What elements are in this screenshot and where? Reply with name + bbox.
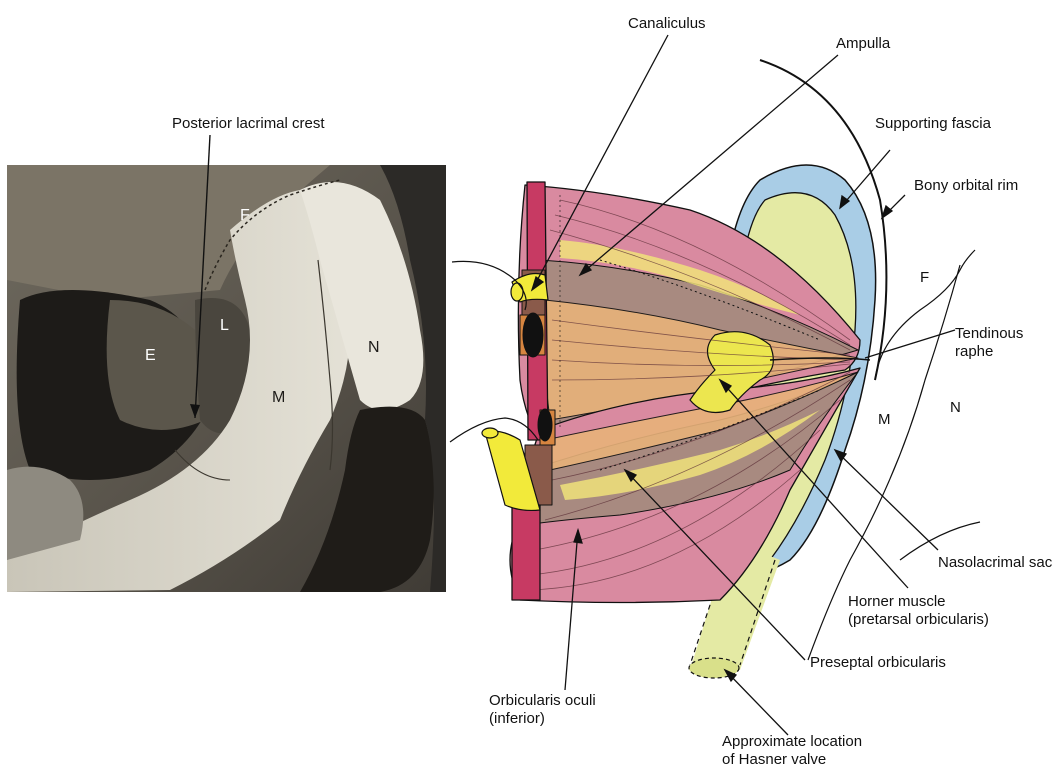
photo-label-n: N [368, 339, 380, 356]
label-horner-2: (pretarsal orbicularis) [848, 611, 989, 628]
drawing-label-f: F [920, 269, 929, 286]
drawing-label-m: M [878, 411, 891, 428]
label-hasner-2: of Hasner valve [722, 751, 826, 768]
label-nasolacrimal-sac: Nasolacrimal sac [938, 554, 1053, 571]
drawing-label-n: N [950, 399, 961, 416]
label-tendinous-raphe-1: Tendinous [955, 325, 1023, 342]
photo-label-l: L [220, 317, 229, 334]
label-tendinous-raphe-2: raphe [955, 343, 993, 360]
label-ampulla: Ampulla [836, 35, 891, 52]
label-orbicularis-2: (inferior) [489, 710, 545, 727]
label-preseptal: Preseptal orbicularis [810, 654, 946, 671]
label-supporting-fascia: Supporting fascia [875, 115, 992, 132]
label-horner-1: Horner muscle [848, 593, 946, 610]
label-hasner-1: Approximate location [722, 733, 862, 750]
lacrimal-drawing [450, 60, 980, 678]
skull-photo [7, 165, 446, 592]
photo-label-m: M [272, 389, 285, 406]
label-bony-orbital-rim: Bony orbital rim [914, 177, 1018, 194]
label-orbicularis-1: Orbicularis oculi [489, 692, 596, 709]
label-posterior-lacrimal-crest: Posterior lacrimal crest [172, 115, 325, 132]
label-canaliculus: Canaliculus [628, 15, 706, 32]
photo-label-f: F [240, 207, 250, 224]
photo-label-e: E [145, 347, 156, 364]
